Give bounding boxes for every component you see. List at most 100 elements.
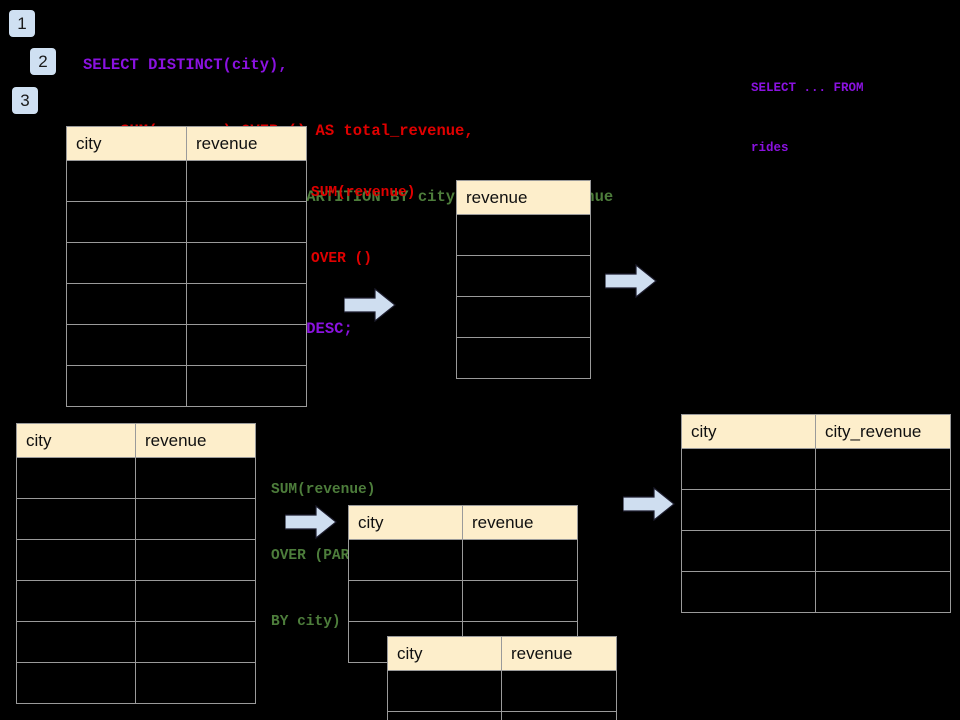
cell-city (348, 539, 463, 581)
sql-line-select: SELECT DISTINCT(city), (83, 56, 288, 74)
cell-city (681, 448, 816, 490)
arrow-partition-to-city-revenue (622, 486, 675, 526)
side-note-select-from-rides: SELECT ... FROM rides (751, 38, 864, 198)
step-badge-2-label: 2 (38, 52, 48, 71)
table-row (387, 670, 617, 712)
cell-revenue (135, 498, 256, 540)
table-row (16, 621, 256, 663)
side-note-line-1: SELECT ... FROM (751, 81, 864, 95)
table-row (387, 711, 617, 720)
cell-city (681, 530, 816, 572)
right-arrow-icon (622, 486, 675, 522)
cell-revenue (456, 214, 591, 256)
arrow-total-revenue-to-result (604, 263, 657, 303)
cell-revenue (135, 662, 256, 704)
annotation-sum-over-empty: SUM(revenue) OVER () (311, 138, 415, 314)
table-row (66, 324, 307, 366)
step-badge-3-label: 3 (20, 91, 30, 110)
cell-revenue (462, 539, 578, 581)
column-header-city: city (348, 505, 463, 540)
table-rides-top: city revenue (66, 126, 307, 407)
cell-city-revenue (815, 489, 951, 531)
table-row (16, 580, 256, 622)
table-row (16, 662, 256, 704)
right-arrow-icon (604, 263, 657, 299)
cell-revenue (186, 160, 307, 202)
table-row (456, 255, 591, 297)
table-header-row: city revenue (16, 423, 256, 458)
table-row (681, 530, 951, 572)
cell-city-revenue (815, 571, 951, 613)
annotation-sum-over-empty-line-1: SUM(revenue) (311, 185, 416, 201)
right-arrow-icon (284, 504, 337, 540)
cell-city (16, 498, 136, 540)
table-row (66, 242, 307, 284)
column-header-revenue: revenue (462, 505, 578, 540)
table-row (66, 201, 307, 243)
cell-city (387, 670, 502, 712)
cell-city (681, 571, 816, 613)
table-partition-front: city revenue (387, 636, 617, 720)
cell-city (681, 489, 816, 531)
column-header-revenue: revenue (456, 180, 591, 215)
table-row (66, 283, 307, 325)
cell-city (348, 580, 463, 622)
table-row (681, 571, 951, 613)
table-city-revenue: city city_revenue (681, 414, 951, 613)
annotation-sum-over-empty-line-2: OVER () (311, 251, 372, 267)
table-row (66, 160, 307, 202)
cell-city (16, 580, 136, 622)
table-row (456, 296, 591, 338)
table-header-row: city revenue (348, 505, 578, 540)
table-row (16, 539, 256, 581)
cell-revenue (186, 242, 307, 284)
cell-revenue (456, 337, 591, 379)
table-header-row: revenue (456, 180, 591, 215)
cell-city (66, 365, 187, 407)
table-row (16, 498, 256, 540)
table-row (348, 539, 578, 581)
table-row (681, 489, 951, 531)
column-header-revenue: revenue (501, 636, 617, 671)
column-header-city-revenue: city_revenue (815, 414, 951, 449)
table-row (456, 337, 591, 379)
cell-revenue (135, 621, 256, 663)
column-header-city: city (16, 423, 136, 458)
table-total-revenue: revenue (456, 180, 591, 379)
cell-revenue (456, 255, 591, 297)
cell-city (16, 662, 136, 704)
right-arrow-icon (343, 287, 396, 323)
column-header-city: city (681, 414, 816, 449)
cell-revenue (501, 711, 617, 720)
table-row (348, 580, 578, 622)
table-row (66, 365, 307, 407)
table-header-row: city revenue (387, 636, 617, 671)
cell-revenue (462, 580, 578, 622)
table-row (456, 214, 591, 256)
table-header-row: city revenue (66, 126, 307, 161)
cell-revenue (135, 539, 256, 581)
arrow-rides-to-partition (284, 504, 337, 544)
column-header-revenue: revenue (186, 126, 307, 161)
annotation-sum-over-partition: SUM(revenue) OVER (PARTITION BY city) (271, 435, 402, 677)
table-row (16, 457, 256, 499)
cell-city (66, 283, 187, 325)
cell-revenue (135, 580, 256, 622)
table-rides-bottom: city revenue (16, 423, 256, 704)
cell-city (387, 711, 502, 720)
cell-city-revenue (815, 448, 951, 490)
column-header-city: city (387, 636, 502, 671)
step-badge-1: 1 (9, 10, 35, 37)
cell-revenue (186, 324, 307, 366)
cell-city (16, 539, 136, 581)
cell-revenue (501, 670, 617, 712)
annotation-sum-over-partition-line-3: BY city) (271, 614, 341, 630)
cell-city (66, 242, 187, 284)
cell-city (16, 621, 136, 663)
step-badge-2: 2 (30, 48, 56, 75)
cell-city (66, 324, 187, 366)
cell-city (66, 201, 187, 243)
table-row (681, 448, 951, 490)
table-header-row: city city_revenue (681, 414, 951, 449)
